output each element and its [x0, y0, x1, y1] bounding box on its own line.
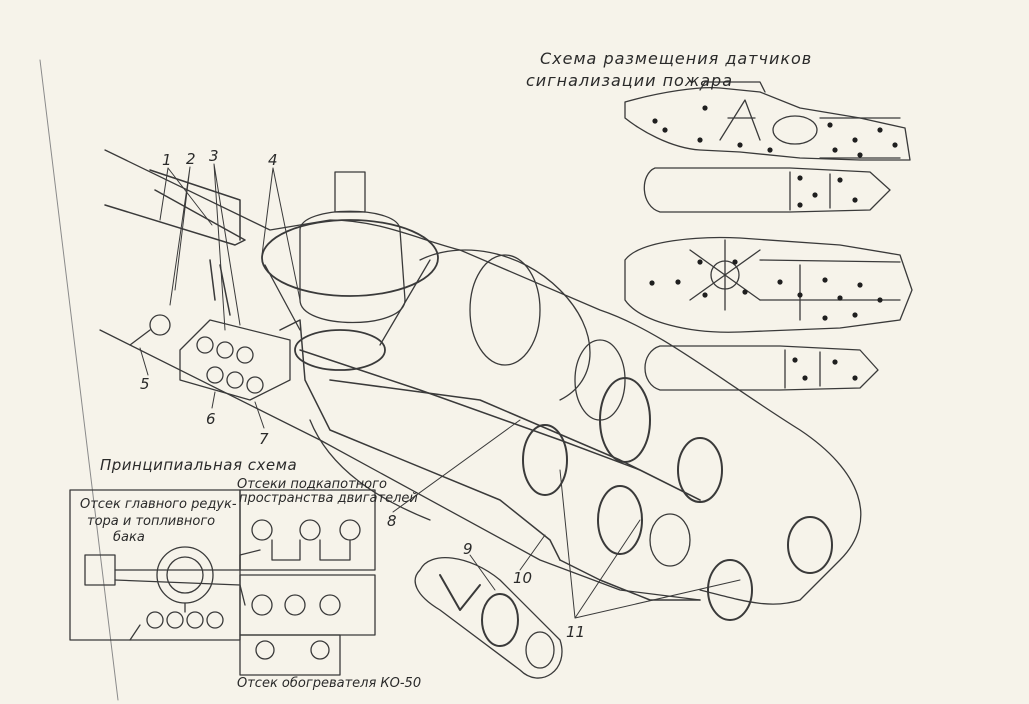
engine-compartment-label-line2: пространства двигателей: [239, 491, 418, 506]
engine-rings: [469, 254, 833, 621]
callout-5: 5: [140, 375, 150, 393]
sensor-plan-view-4: [644, 345, 879, 391]
main-gearbox-tank: [261, 171, 439, 371]
callout-9: 9: [463, 540, 473, 558]
sensor-dots: [649, 105, 898, 381]
callout-7: 7: [259, 430, 269, 448]
callout-1: 1: [162, 151, 172, 169]
sensor-plan-view-2: [643, 167, 891, 213]
gearbox-compartment-label-line3: бака: [113, 530, 145, 545]
sensor-layout-title-line1: Схема размещения датчиков: [540, 49, 813, 68]
fuselage-outline: [99, 149, 862, 605]
sensor-plan-view-3: [624, 236, 913, 333]
sensor-layout-title-line2: сигнализации пожара: [526, 71, 734, 90]
signal-wiring: [104, 169, 701, 601]
callout-11: 11: [566, 623, 586, 641]
page-edge-line: [39, 59, 119, 701]
callout-6: 6: [206, 410, 216, 428]
callout-3: 3: [209, 147, 219, 165]
callout-leaders: [139, 163, 741, 619]
engine-compartment-label-line1: Отсеки подкапотного: [237, 477, 387, 492]
gearbox-compartment-label-line2: тора и топливного: [87, 514, 216, 529]
principle-schematic: [69, 489, 376, 676]
principle-schematic-title: Принципиальная схема: [100, 456, 298, 474]
control-unit-block: [129, 314, 291, 401]
heater-ko50: [414, 557, 563, 679]
callout-8: 8: [387, 512, 397, 530]
gearbox-compartment-label-line1: Отсек главного редук-: [80, 497, 237, 512]
callout-4: 4: [268, 151, 278, 169]
sensor-plan-view-1: [624, 81, 911, 161]
callout-10: 10: [513, 569, 533, 587]
heater-compartment-label: Отсек обогревателя КО-50: [237, 676, 422, 691]
callout-2: 2: [186, 150, 196, 168]
